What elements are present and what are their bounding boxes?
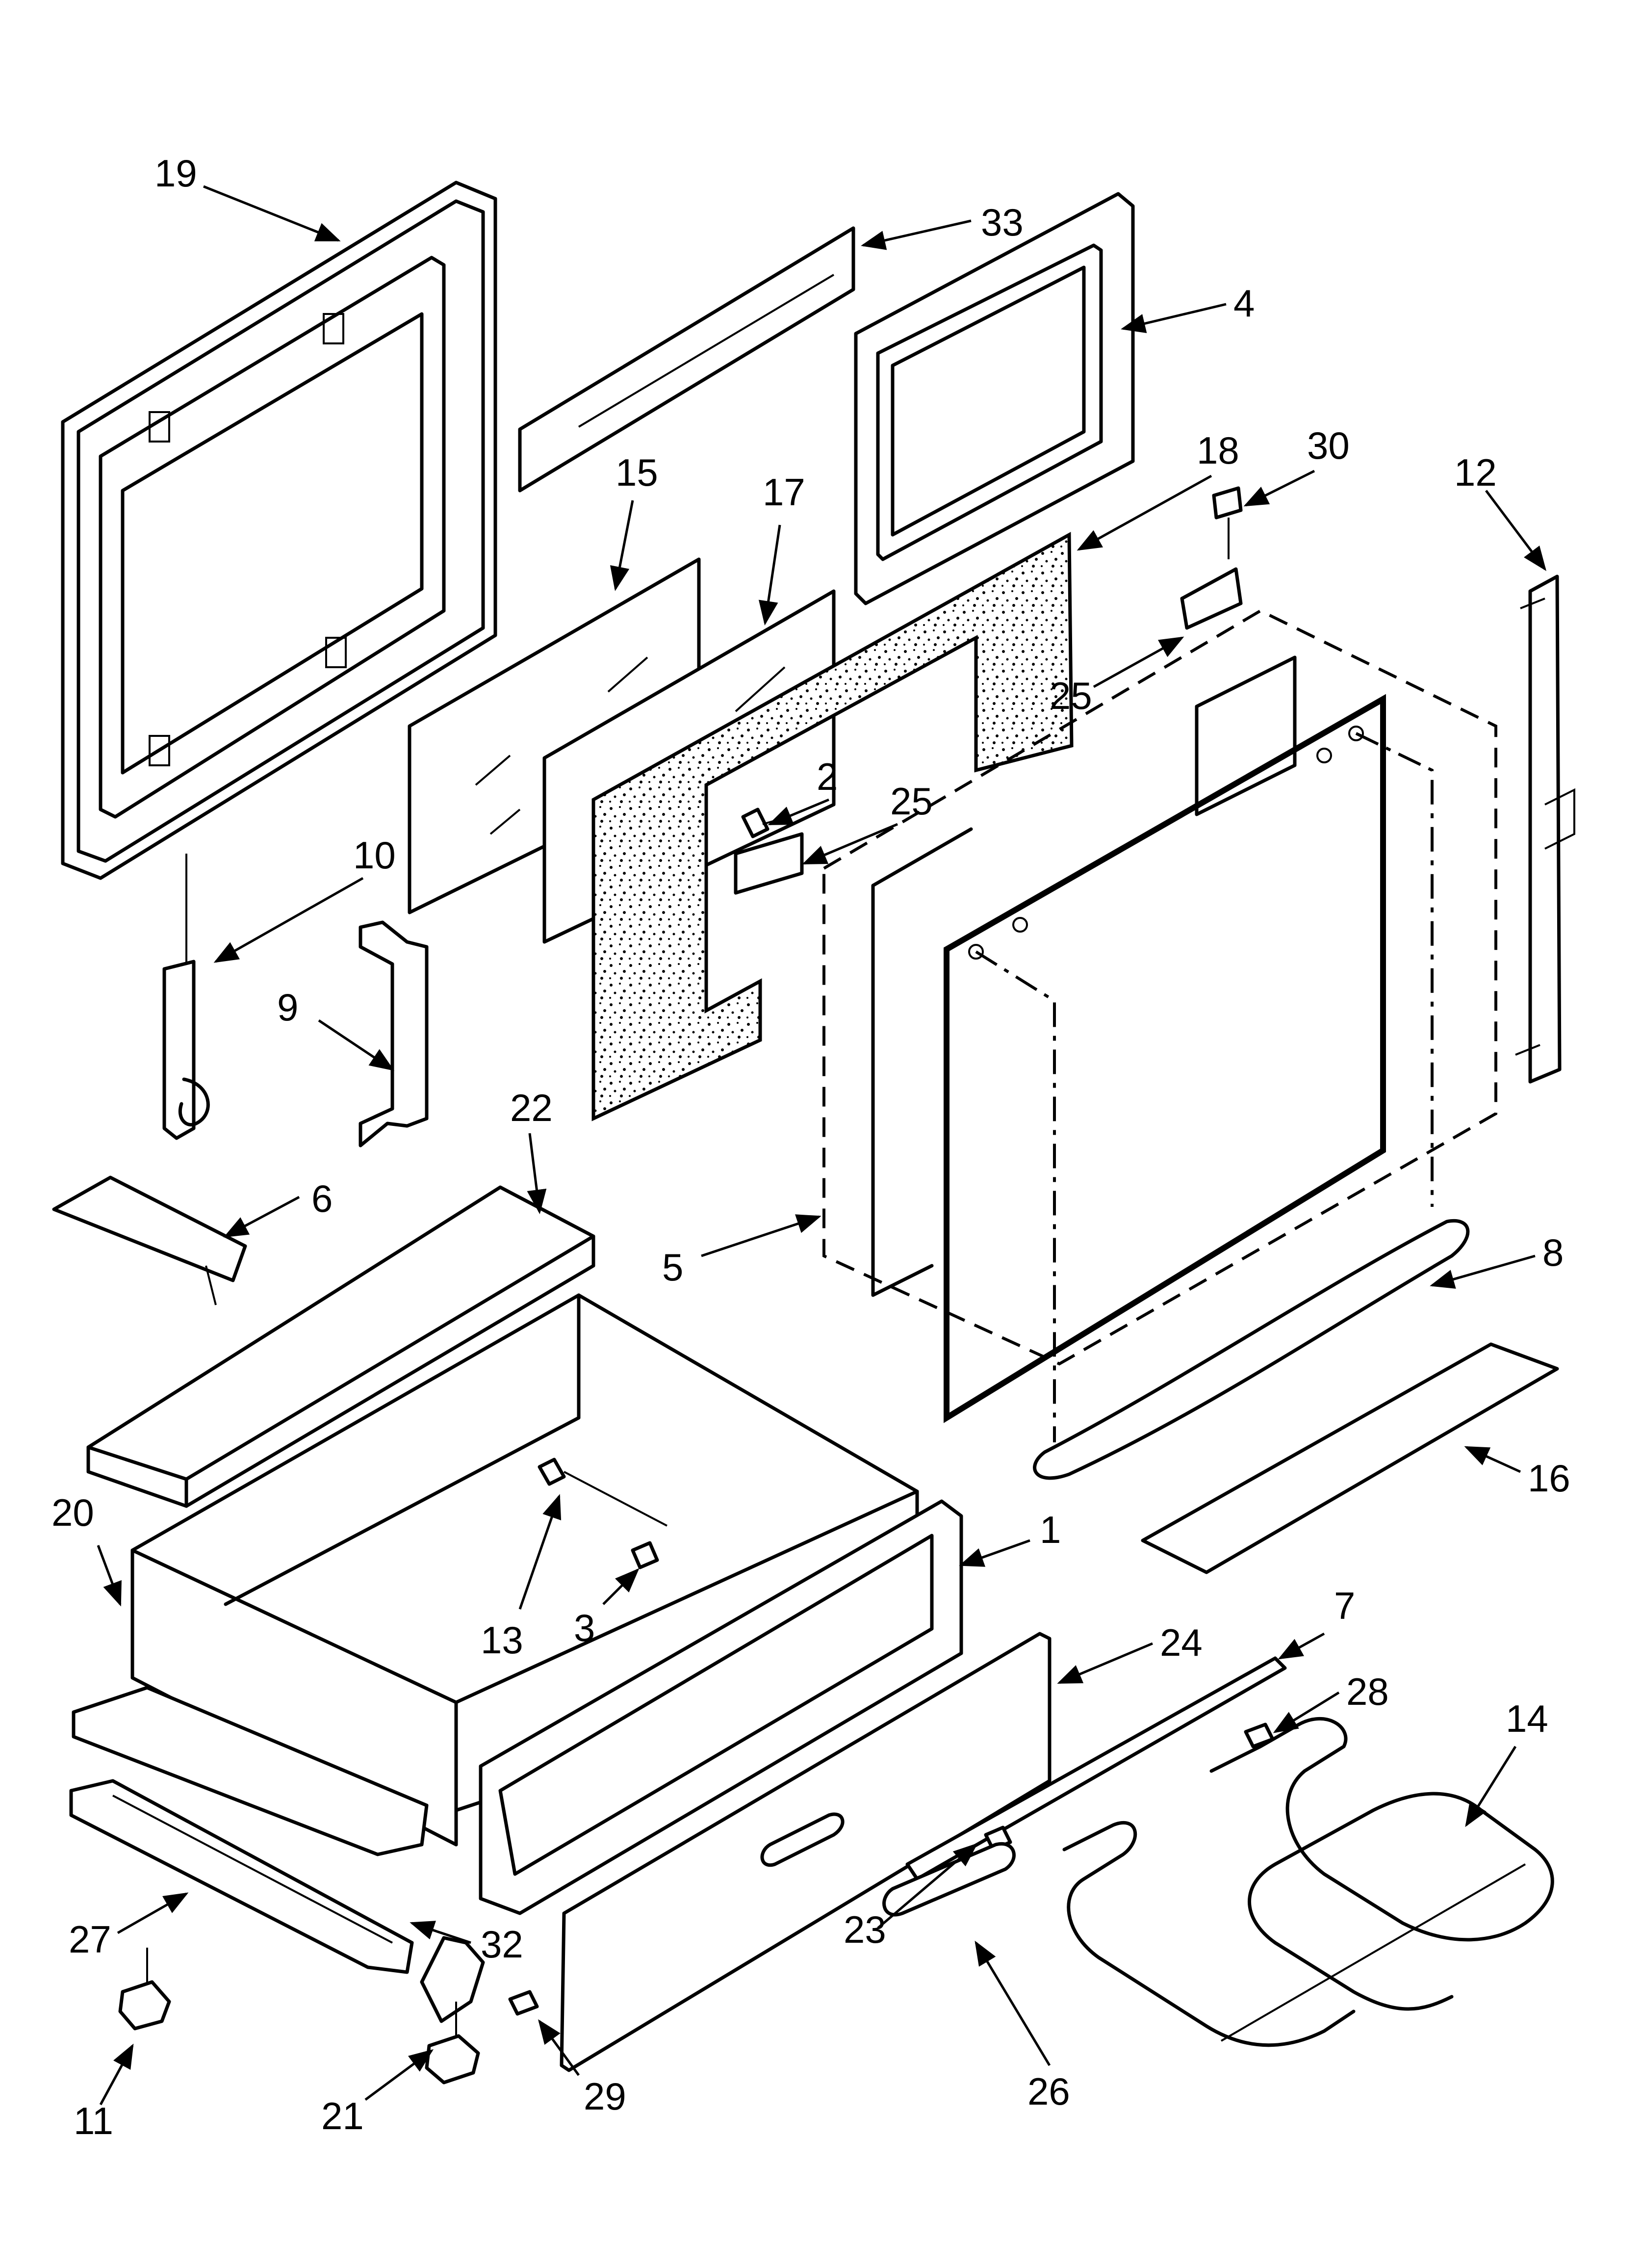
lower-trim-strip bbox=[1141, 1342, 1559, 1574]
callout-19: 19 bbox=[154, 152, 197, 195]
callout-13: 13 bbox=[481, 1618, 523, 1662]
callout-labels: 19 33 4 15 17 18 30 12 25 10 2 25 9 22 6… bbox=[51, 152, 1570, 2142]
leveling-leg bbox=[118, 1948, 171, 2031]
door-side-bracket bbox=[1515, 574, 1575, 1084]
callout-15: 15 bbox=[616, 451, 658, 494]
door-insulation bbox=[591, 532, 1074, 1121]
callout-2: 2 bbox=[817, 755, 838, 798]
callout-22: 22 bbox=[510, 1086, 553, 1129]
callout-12: 12 bbox=[1454, 451, 1497, 494]
callout-23: 23 bbox=[844, 1908, 886, 1951]
callout-25-upper: 25 bbox=[1050, 674, 1092, 717]
callout-18: 18 bbox=[1197, 429, 1239, 472]
callout-21: 21 bbox=[321, 2094, 364, 2138]
hinge-receptacle-left bbox=[734, 832, 804, 895]
callout-29: 29 bbox=[584, 2075, 626, 2118]
callout-6: 6 bbox=[311, 1177, 333, 1220]
drawer-rail bbox=[69, 1779, 414, 1974]
callout-20: 20 bbox=[51, 1491, 94, 1534]
callout-25-lower: 25 bbox=[890, 780, 933, 823]
callout-10: 10 bbox=[353, 834, 396, 877]
left-rail-bracket bbox=[52, 1175, 247, 1305]
callout-27: 27 bbox=[69, 1918, 111, 1961]
door-liner-panel bbox=[871, 655, 1434, 1442]
callout-7: 7 bbox=[1334, 1584, 1355, 1627]
callout-30: 30 bbox=[1307, 424, 1350, 467]
callout-26: 26 bbox=[1027, 2070, 1070, 2113]
door-hinge bbox=[162, 854, 210, 1140]
callout-5: 5 bbox=[662, 1246, 683, 1289]
callout-3: 3 bbox=[574, 1606, 595, 1649]
callout-4: 4 bbox=[1233, 282, 1255, 325]
callout-11: 11 bbox=[74, 2099, 113, 2142]
callout-28: 28 bbox=[1346, 1670, 1389, 1713]
drawer-top-panel bbox=[86, 1185, 595, 1508]
callout-33: 33 bbox=[981, 201, 1024, 244]
hinge-screw-top bbox=[1212, 486, 1243, 559]
callout-9: 9 bbox=[277, 986, 298, 1029]
door-trim-strip bbox=[518, 226, 855, 493]
leg-screw bbox=[508, 1990, 539, 2016]
leveling-leg-bracket bbox=[420, 1936, 485, 2085]
drawer-glide bbox=[905, 1656, 1287, 1881]
warming-drawer-heating-element bbox=[1062, 1717, 1554, 2047]
callout-24: 24 bbox=[1160, 1621, 1203, 1664]
outer-door-panel bbox=[61, 181, 497, 880]
drawer-front-panel bbox=[560, 1632, 1052, 2072]
hinge-support-bracket bbox=[359, 920, 429, 1147]
callout-14: 14 bbox=[1506, 1697, 1548, 1740]
callout-32: 32 bbox=[481, 1923, 523, 1966]
callout-1: 1 bbox=[1040, 1508, 1061, 1551]
inner-door-frame bbox=[854, 192, 1135, 605]
callout-8: 8 bbox=[1542, 1231, 1564, 1274]
leader-lines bbox=[97, 185, 1546, 2106]
hinge-receptacle-right bbox=[1180, 567, 1243, 630]
callout-16: 16 bbox=[1528, 1457, 1570, 1500]
drawer-handle-insert bbox=[882, 1842, 1016, 1917]
door-liner-assembly bbox=[822, 609, 1497, 1366]
sensor-screw bbox=[631, 1541, 659, 1569]
drawer-sensor bbox=[538, 1458, 667, 1527]
callout-17: 17 bbox=[763, 470, 805, 514]
drawer-front-frame bbox=[479, 1499, 963, 1915]
left-drawer-slide bbox=[72, 1686, 429, 1856]
door-handle bbox=[1033, 1219, 1470, 1480]
